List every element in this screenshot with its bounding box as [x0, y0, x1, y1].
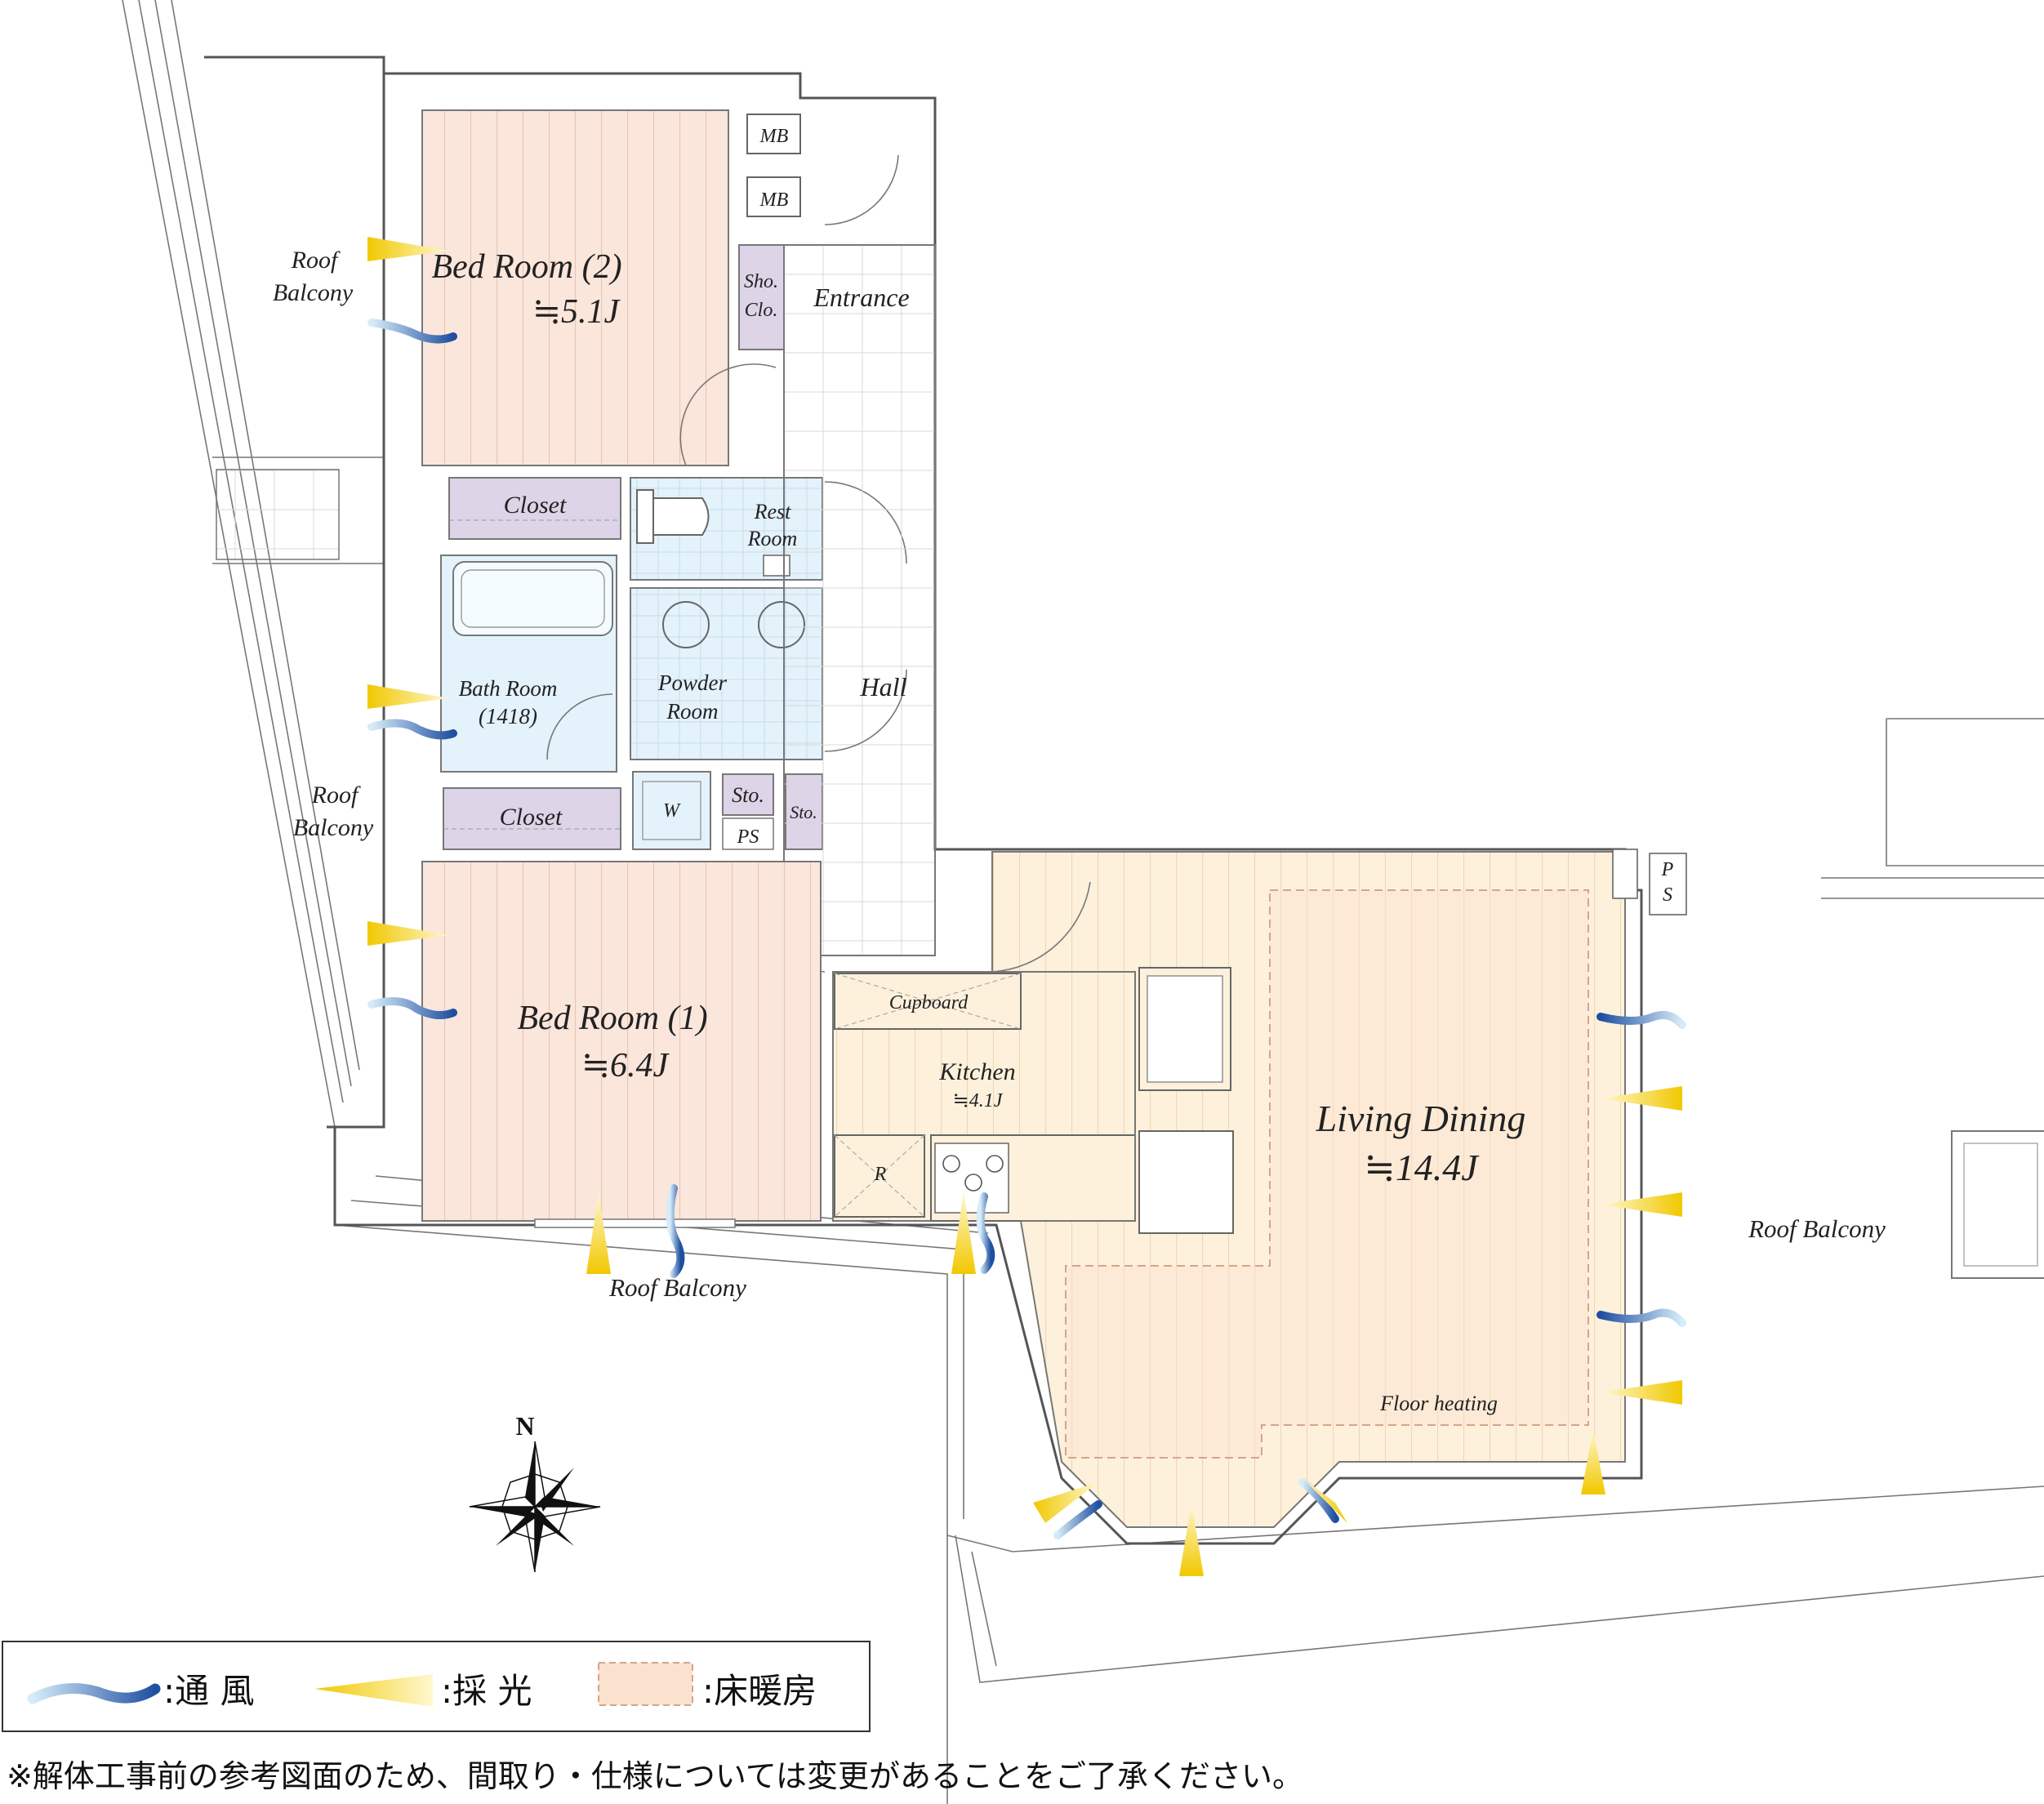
light-wedge-icon — [951, 1192, 976, 1274]
kitchen — [832, 971, 1136, 1222]
hall-label: Hall — [860, 672, 907, 702]
living-size: ≒14.4J — [1364, 1147, 1480, 1188]
bedroom-1-size: ≒6.4J — [581, 1047, 670, 1085]
balcony-top-left-1: Roof — [291, 247, 341, 274]
closet-bottom-label: Closet — [500, 804, 563, 831]
wind-arrow-icon — [666, 1184, 685, 1278]
fridge-label: R — [874, 1164, 887, 1185]
shoe-closet-label-2: Clo. — [745, 300, 778, 321]
ps-label: PS — [737, 826, 759, 848]
living-dining — [991, 849, 1687, 1528]
light-wedge-icon — [1179, 1503, 1204, 1576]
bedroom-1-name: Bed Room (1) — [517, 1000, 707, 1037]
disclaimer-note: ※解体工事前の参考図面のため、間取り・仕様については変更があることをご了承くださ… — [7, 1758, 1303, 1794]
powder-label-2: Room — [666, 699, 719, 724]
bath-room — [440, 555, 617, 773]
bath-label-2: (1418) — [479, 704, 537, 728]
kitchen-name: Kitchen — [938, 1058, 1015, 1085]
wind-arrows — [367, 318, 1686, 1539]
kitchen-size: ≒4.1J — [953, 1090, 1004, 1111]
closet-top-label: Closet — [504, 492, 567, 519]
mb-top-label: MB — [759, 126, 789, 147]
floor-heating-label: Floor heating — [1379, 1392, 1498, 1415]
mb-bottom-label: MB — [759, 189, 789, 211]
balcony-right: Roof Balcony — [1748, 1214, 1886, 1243]
rest-label-2: Room — [747, 527, 798, 550]
wind-arrow-icon — [1053, 1500, 1102, 1539]
light-wedge-icon — [1581, 1429, 1605, 1494]
wind-arrow-icon — [367, 719, 457, 740]
wind-arrow-icon — [1596, 1308, 1686, 1327]
wind-arrow-icon — [976, 1192, 995, 1274]
balcony-bottom: Roof Balcony — [608, 1273, 746, 1302]
ps-right-label-2: S — [1663, 884, 1672, 906]
light-wedge-icon — [586, 1192, 611, 1274]
balcony-mid-left-1: Roof — [311, 782, 361, 808]
living-name: Living Dining — [1316, 1098, 1526, 1139]
room-labels: Bed Room (2) ≒5.1J Bed Room (1) ≒6.4J Li… — [273, 126, 1886, 1415]
balcony-mid-left-2: Balcony — [293, 814, 374, 841]
legend-heating-swatch — [598, 1662, 693, 1706]
light-wedge-icon — [1033, 1482, 1098, 1523]
storage-right-label: Sto. — [790, 802, 817, 822]
rest-label-1: Rest — [754, 500, 792, 523]
light-wedge-icon — [367, 921, 449, 946]
ps-right-label-1: P — [1661, 859, 1674, 880]
light-wedge-icon — [367, 237, 449, 261]
wind-arrow-icon — [367, 997, 457, 1020]
light-arrows — [367, 237, 1682, 1576]
bedroom-2-size: ≒5.1J — [532, 293, 621, 331]
legend-wind-label: :通 風 — [163, 1671, 255, 1711]
wind-arrow-icon — [1596, 1011, 1686, 1029]
light-wedge-icon — [1601, 1086, 1682, 1111]
wind-arrow-icon — [1298, 1478, 1339, 1523]
light-wedge-icon — [1601, 1380, 1682, 1405]
shoe-closet-label-1: Sho. — [744, 271, 778, 292]
legend-heating-label: :床暖房 — [702, 1671, 817, 1711]
powder-label-1: Powder — [657, 670, 727, 695]
balcony-top-left-2: Balcony — [273, 279, 354, 306]
wind-arrow-icon — [367, 318, 457, 344]
compass-rose: N — [469, 1411, 601, 1573]
legend-light-icon — [314, 1674, 433, 1707]
washer-label: W — [663, 800, 681, 822]
closet-bottom — [443, 787, 621, 850]
legend: :通 風 :採 光 :床暖房 — [2, 1641, 871, 1732]
entrance-label: Entrance — [813, 283, 909, 312]
unit-walls — [333, 72, 1643, 1545]
bedroom-2-name: Bed Room (2) — [431, 248, 621, 286]
compass-north-label: N — [515, 1411, 534, 1441]
bath-label-1: Bath Room — [459, 676, 558, 701]
entrance-hall — [734, 114, 936, 973]
light-wedge-icon — [367, 684, 449, 709]
legend-light-label: :採 光 — [441, 1671, 532, 1711]
bedroom-2 — [421, 109, 777, 466]
cupboard-label: Cupboard — [889, 992, 969, 1013]
light-wedge-icon — [1303, 1478, 1347, 1523]
bedroom-1 — [421, 861, 822, 1228]
storage-left-label: Sto. — [732, 783, 764, 807]
closet-top — [448, 477, 621, 540]
legend-wind-icon — [27, 1683, 161, 1704]
light-wedge-icon — [1601, 1192, 1682, 1217]
